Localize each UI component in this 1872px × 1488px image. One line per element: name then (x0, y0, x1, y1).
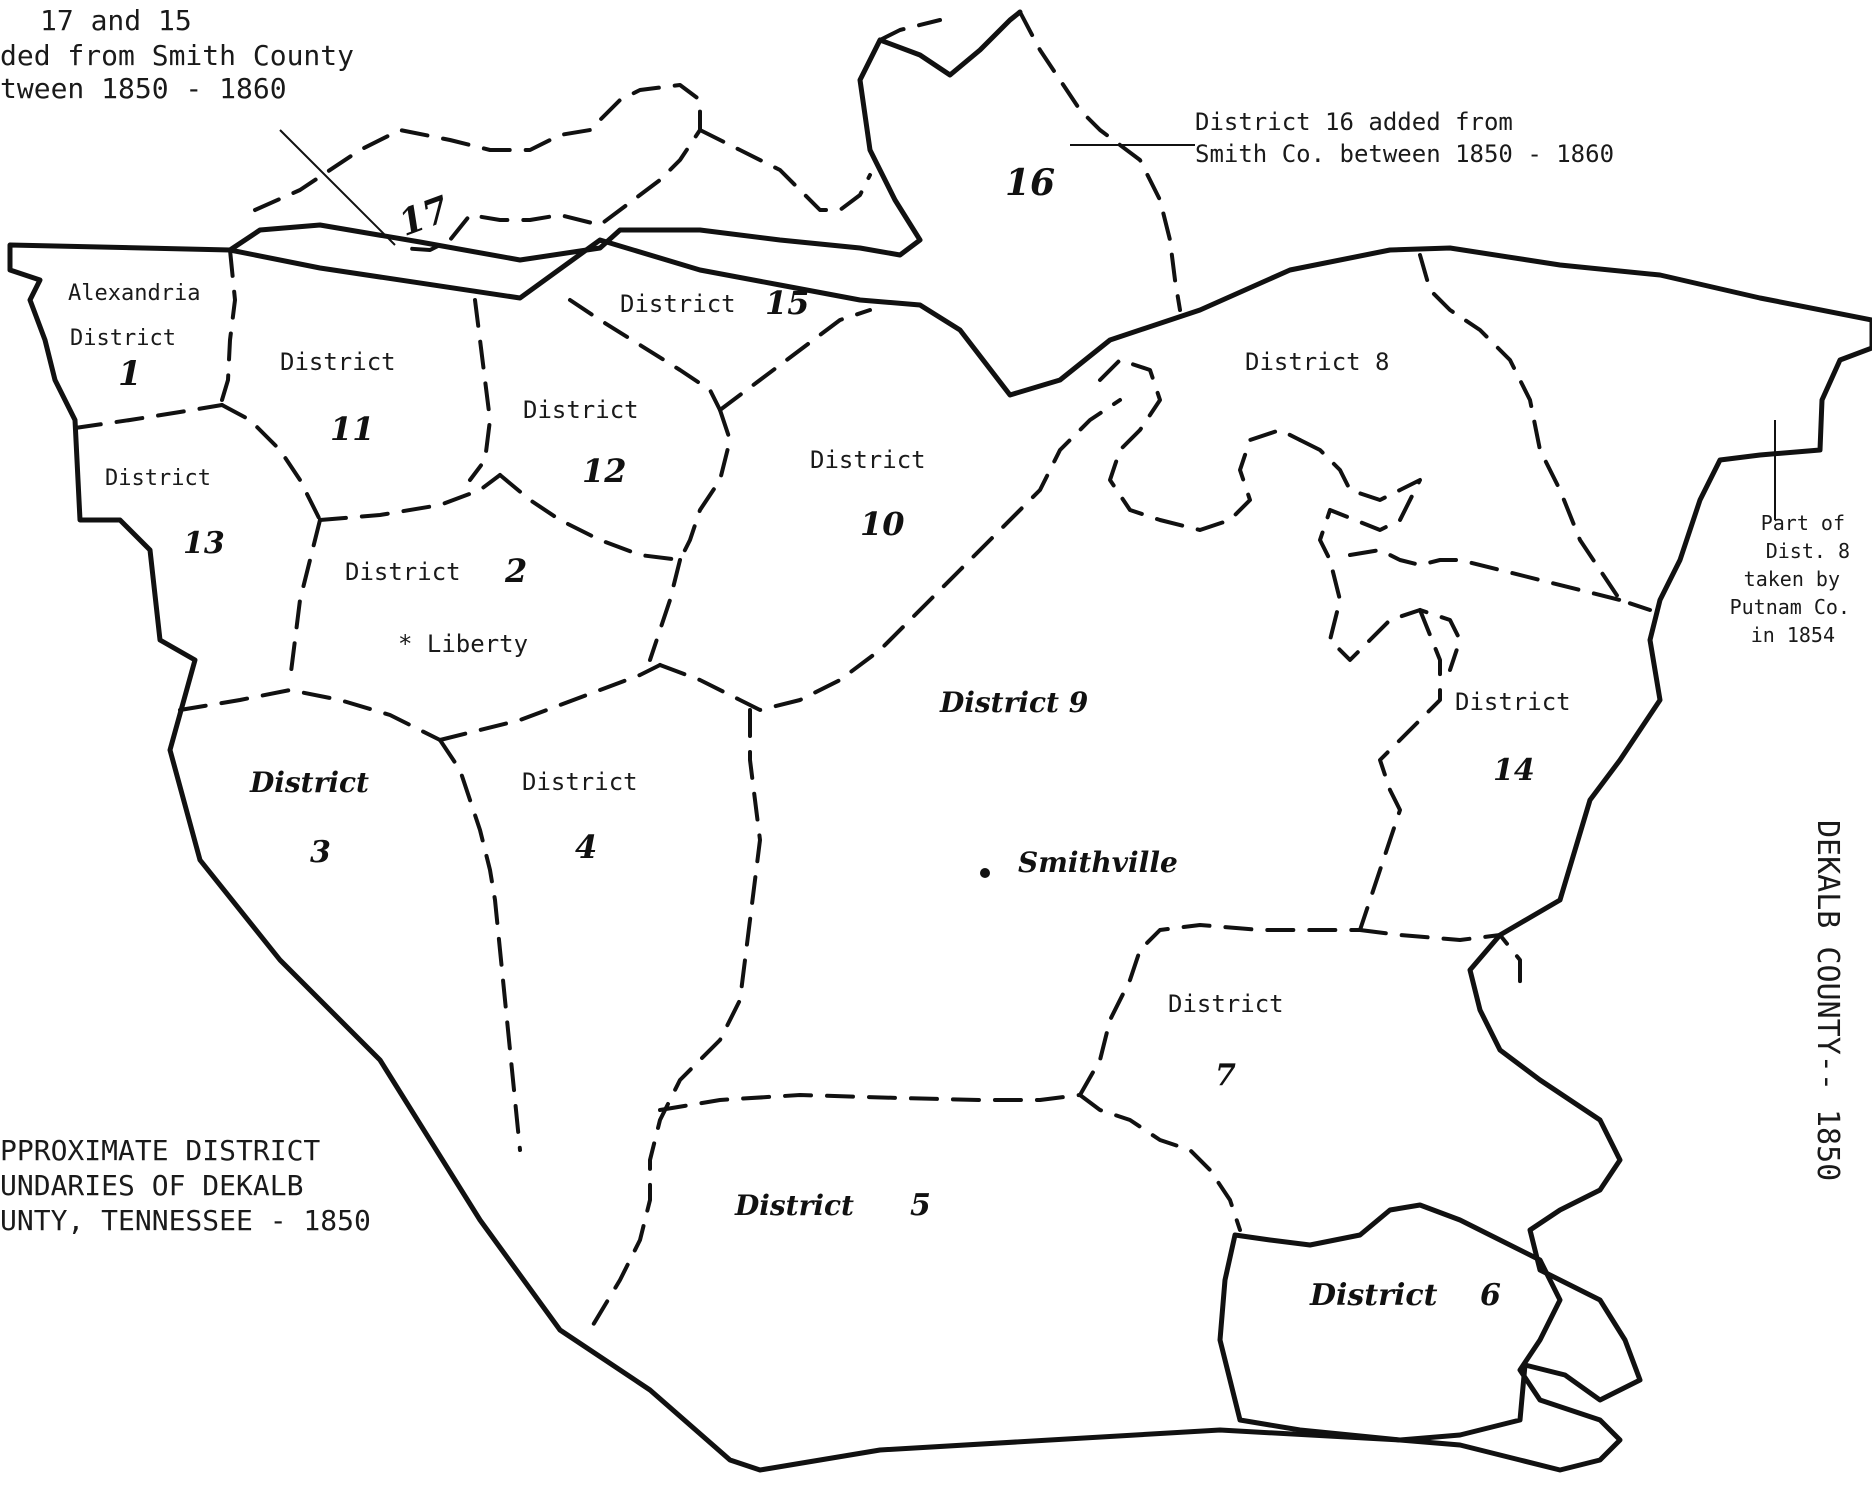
district-15-word: District (620, 290, 736, 318)
district-2-word: District (345, 558, 461, 586)
district-boundaries-dashed (73, 10, 1652, 1332)
district-11-word: District (280, 348, 396, 376)
district-4-word: District (522, 768, 638, 796)
district-13-word: District (105, 466, 211, 491)
district-15-number: 15 (765, 284, 810, 322)
district-16-number: 16 (1005, 162, 1055, 204)
district-16-note-1: District 16 added from (1195, 108, 1513, 136)
caption-line-3: UNTY, TENNESSEE - 1850 (0, 1204, 371, 1237)
district-17-pointer (279, 129, 396, 246)
district-3-word: District (249, 766, 369, 799)
district-3-number: 3 (310, 835, 331, 870)
district-2-number: 2 (504, 552, 527, 590)
district-12-word: District (523, 396, 639, 424)
district-11-number: 11 (330, 410, 375, 448)
district-6-boundary (1217, 1202, 1623, 1473)
district-6-number: 6 (1480, 1278, 1501, 1313)
caption-line-1: PPROXIMATE DISTRICT (0, 1134, 320, 1167)
district-8-label: District 8 (1245, 348, 1390, 376)
north-added-boundary (227, 9, 1023, 263)
putnam-note-2: Dist. 8 (1766, 539, 1850, 563)
district-12-number: 12 (582, 452, 627, 490)
district-17-number: 17 (393, 188, 454, 245)
added-districts-note-3: tween 1850 - 1860 (0, 72, 287, 105)
district-4-number: 4 (575, 828, 597, 866)
putnam-note-4: Putnam Co. (1730, 595, 1850, 619)
district-1-word: District (70, 326, 176, 351)
district-10-word: District (810, 446, 926, 474)
caption-line-2: UNDARIES OF DEKALB (0, 1169, 303, 1202)
district-9-label: District 9 (939, 686, 1088, 719)
district-6-word: District (1309, 1278, 1438, 1313)
putnam-note-1: Part of (1761, 511, 1845, 535)
town-smithville: Smithville (1018, 846, 1178, 879)
district-5-number: 5 (910, 1188, 931, 1223)
district-10-number: 10 (860, 505, 905, 543)
district-13-word-num: 13 (183, 526, 225, 561)
town-liberty: * Liberty (398, 630, 528, 658)
district-7-word: District (1168, 990, 1284, 1018)
district-5-word: District (734, 1189, 854, 1222)
district-16-note-2: Smith Co. between 1850 - 1860 (1195, 140, 1614, 168)
district-1-name: Alexandria (68, 281, 200, 306)
putnam-note-3: taken by (1744, 567, 1840, 591)
putnam-note-5: in 1854 (1751, 623, 1835, 647)
county-boundary (7, 237, 1872, 1473)
town-smithville-marker (980, 868, 990, 878)
added-districts-note-1: 17 and 15 (40, 4, 192, 37)
district-14-word: District (1455, 688, 1571, 716)
added-districts-note-2: ded from Smith County (0, 39, 354, 72)
district-7-number: 7 (1215, 1058, 1236, 1093)
side-title: DEKALB COUNTY-- 1850 (1810, 820, 1845, 1181)
district-1-number: 1 (118, 354, 142, 394)
district-14-number: 14 (1493, 753, 1535, 788)
